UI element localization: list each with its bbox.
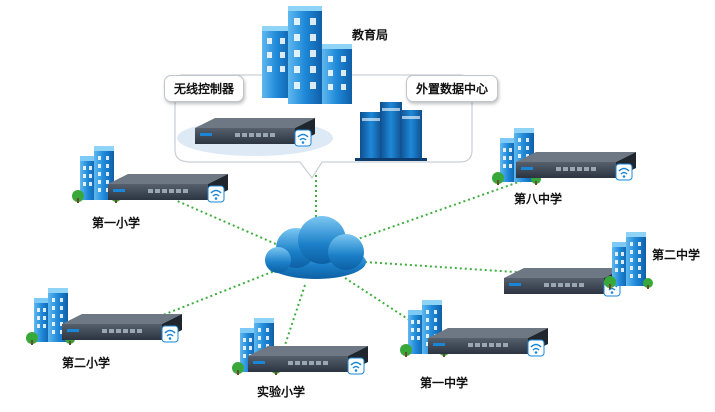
network-device (427, 327, 549, 357)
site-school-2 (26, 288, 183, 345)
site-label-school-1: 第一小学 (92, 216, 141, 230)
link-school-1 (174, 199, 286, 249)
link-school-3 (284, 284, 306, 346)
site-label-school-3: 实验小学 (257, 385, 306, 399)
external-data-center-label: 外置数据中心 (406, 75, 499, 102)
cloud-icon (265, 216, 366, 279)
site-school-4 (400, 300, 549, 357)
site-school-3 (232, 318, 369, 375)
site-school-5 (503, 232, 653, 297)
site-school-6 (492, 128, 637, 185)
site-label-school-5: 第二中学 (652, 248, 701, 262)
link-school-6 (354, 177, 531, 241)
network-device (247, 345, 369, 375)
data-center-server-icon (355, 102, 427, 161)
link-school-4 (344, 277, 441, 341)
building-icon (604, 232, 653, 289)
education-bureau-label: 教育局 (352, 28, 389, 42)
network-device (515, 151, 637, 181)
wireless-controller-device (177, 117, 333, 156)
site-label-school-6: 第八中学 (514, 192, 563, 206)
network-device (107, 173, 229, 203)
site-label-school-4: 第一中学 (420, 376, 469, 390)
site-label-school-2: 第二小学 (62, 356, 111, 370)
network-device (61, 313, 183, 343)
education-bureau-building-icon (262, 6, 352, 104)
wireless-controller-label: 无线控制器 (164, 75, 245, 102)
